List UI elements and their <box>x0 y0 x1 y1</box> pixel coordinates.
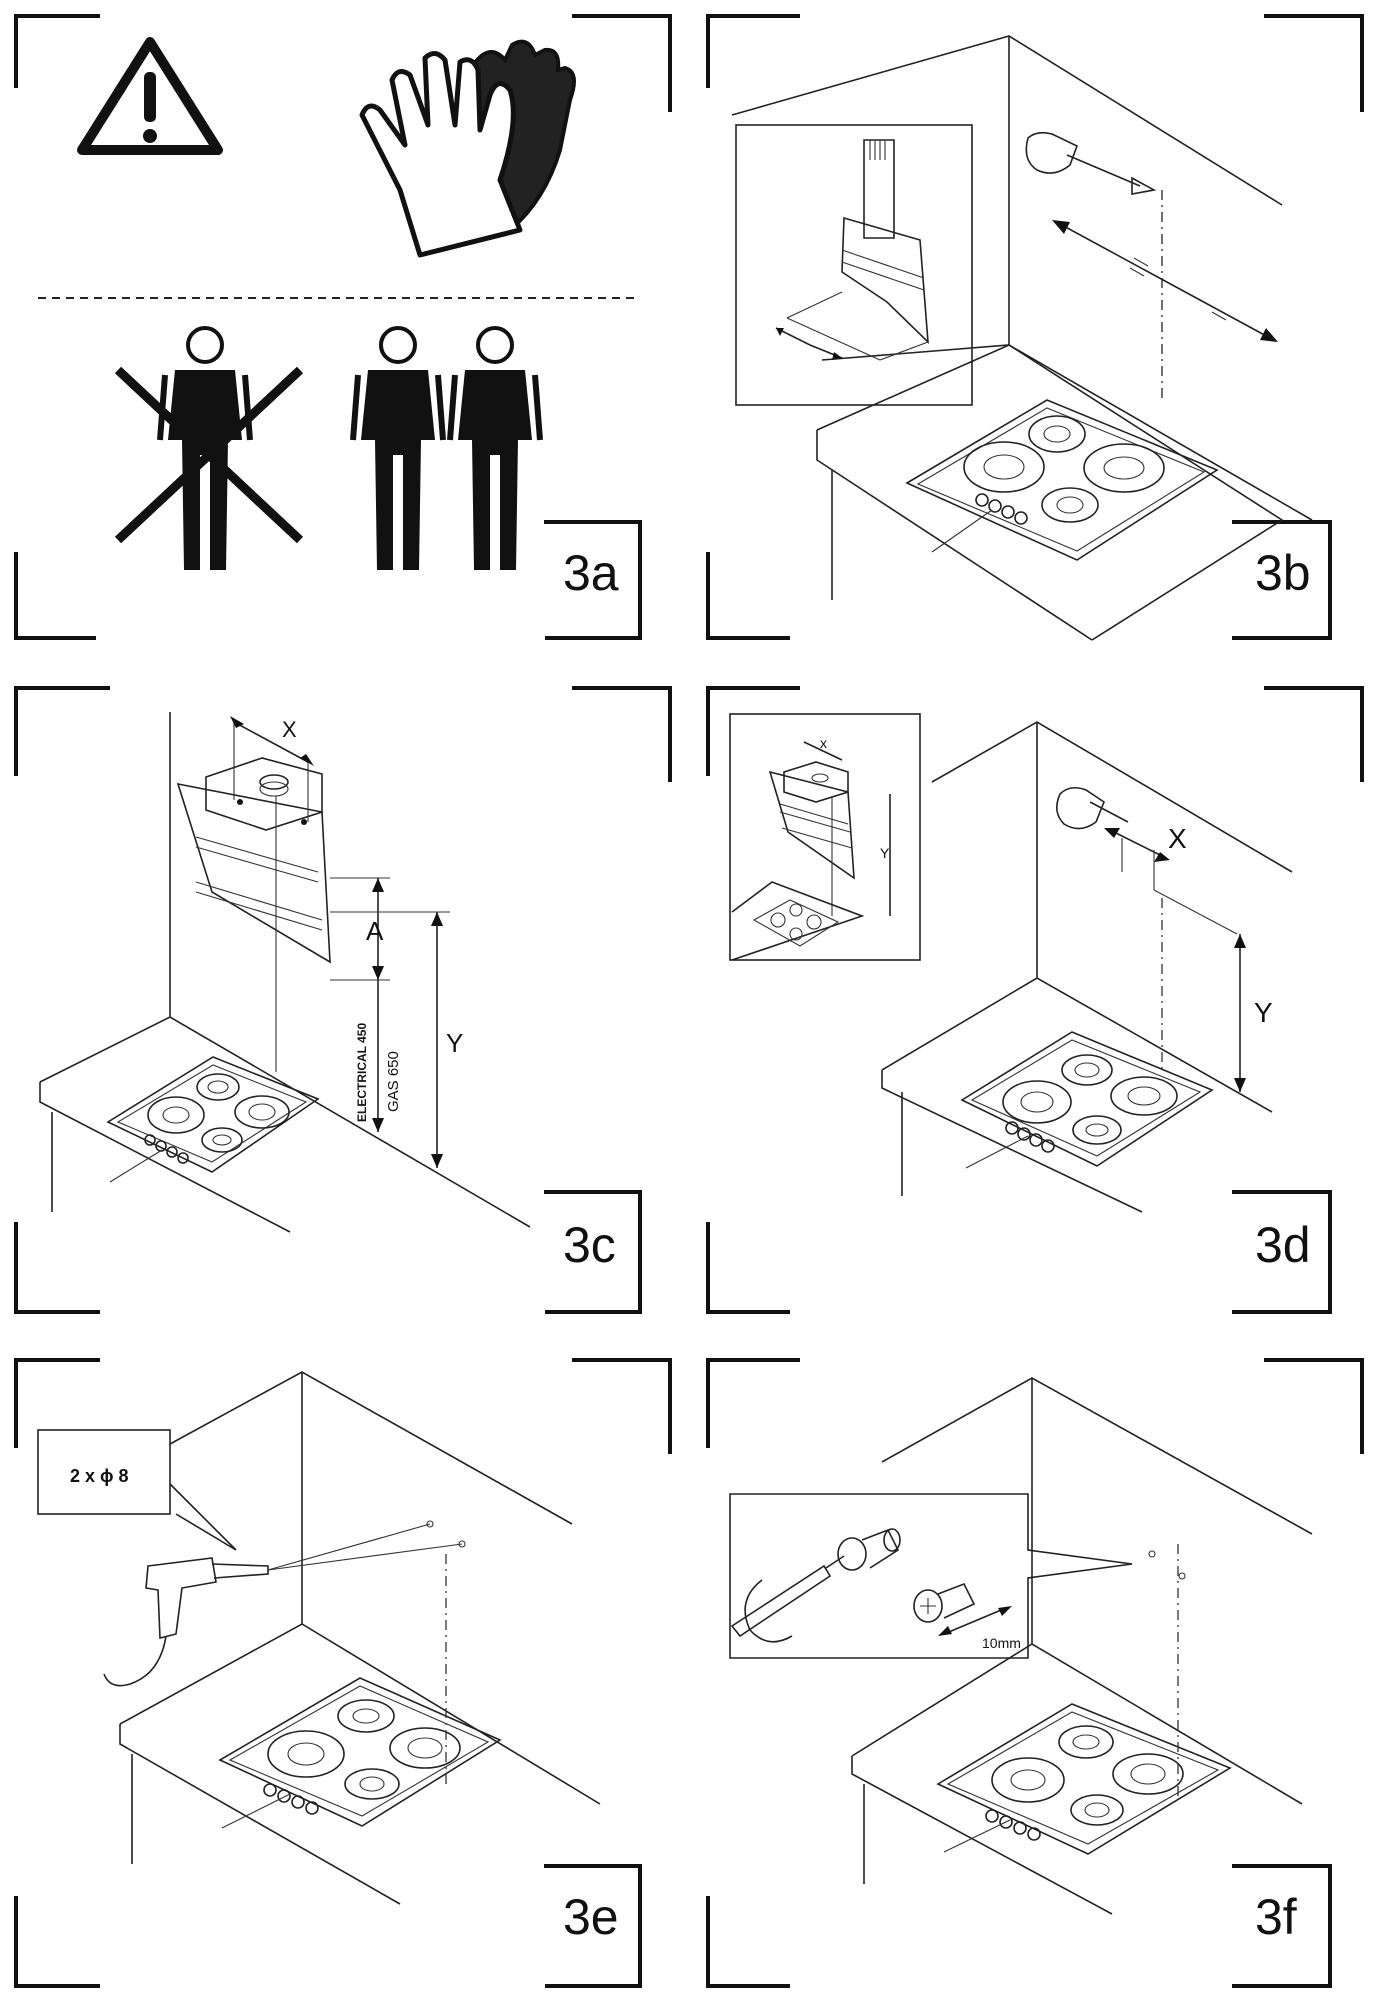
inset-y-label: Y <box>880 845 890 861</box>
panel-3f-art: 10mm <box>729 1377 1313 1915</box>
wall-plug-icon <box>837 1528 901 1571</box>
panel-3e-art: 2 x ϕ 8 <box>37 1371 601 1905</box>
inset-frame <box>735 124 973 406</box>
screwdriver-icon <box>730 1555 845 1643</box>
drill-size-callout: 2 x ϕ 8 <box>70 1466 129 1486</box>
panel-3a-art <box>38 37 640 570</box>
panel-3a: 3a <box>0 0 680 660</box>
person-icon <box>157 326 253 570</box>
drill-icon <box>103 1523 463 1687</box>
panel-label: 3a <box>563 545 619 601</box>
panel-label: 3b <box>1255 545 1311 601</box>
person-icon <box>350 326 446 570</box>
inset-x-label: x <box>820 735 827 751</box>
drill-callout-box <box>37 1429 171 1515</box>
screw-callout-box <box>729 1493 1133 1659</box>
dimension-y-label: Y <box>446 1028 463 1058</box>
gas-clearance-label: GAS 650 <box>385 1051 402 1112</box>
panel-3c: X A Y ELECTRICAL 450 GAS 650 3c <box>0 672 680 1332</box>
dimension-x-label: X <box>282 717 297 742</box>
screw-length-label: 10mm <box>982 1635 1021 1651</box>
panel-label: 3c <box>563 1217 616 1273</box>
warning-triangle-icon <box>77 37 223 155</box>
screw-icon <box>913 1582 976 1623</box>
panel-3f: 10mm 3f <box>692 1344 1372 2004</box>
person-icon <box>447 326 543 570</box>
panel-3d: X Y x Y 3d <box>692 672 1372 1332</box>
panel-3b: 3b <box>692 0 1372 660</box>
pencil-hand-icon <box>1056 786 1129 830</box>
inset-frame <box>729 713 921 961</box>
pencil-hand-icon <box>1025 131 1157 195</box>
panel-label: 3d <box>1255 1217 1311 1273</box>
dimension-y-label: Y <box>1254 997 1273 1028</box>
dimension-a-label: A <box>366 916 384 946</box>
panel-3e: 2 x ϕ 8 3e <box>0 1344 680 2004</box>
panel-label: 3e <box>563 1889 619 1945</box>
panel-3b-art <box>731 35 1313 641</box>
panel-3c-art: X A Y ELECTRICAL 450 GAS 650 <box>39 712 531 1233</box>
dimension-x-label: X <box>1168 823 1187 854</box>
panel-label: 3f <box>1255 1889 1297 1945</box>
protective-gloves-icon <box>359 39 576 258</box>
electrical-clearance-label: ELECTRICAL 450 <box>355 1023 369 1122</box>
panel-3d-art: X Y x Y <box>729 713 1293 1213</box>
